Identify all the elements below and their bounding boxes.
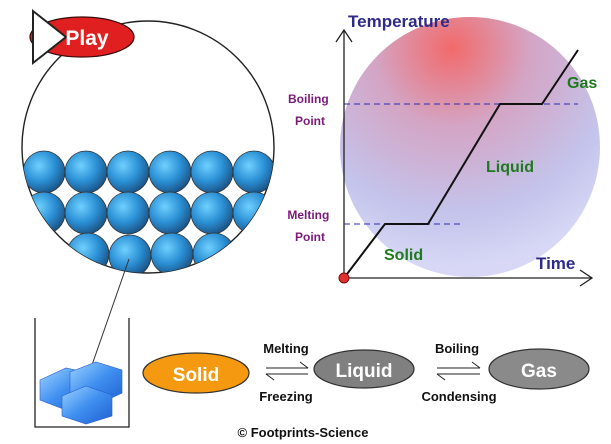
state-gas-label: Gas xyxy=(521,361,557,382)
boiling-condensing-arrows-icon xyxy=(436,361,481,381)
state-gas-bubble xyxy=(488,348,590,390)
particle xyxy=(234,232,274,273)
boiling-point-label-line: Point xyxy=(295,114,325,128)
particle-viewer xyxy=(21,20,275,274)
particle-group xyxy=(22,150,274,273)
play-button[interactable]: Play xyxy=(29,8,135,66)
particle xyxy=(192,232,236,273)
play-button-shape xyxy=(29,16,135,58)
y-axis xyxy=(335,28,353,278)
particle xyxy=(106,191,150,235)
heating-curve-graph: Temperature Time Boiling Point Melting P… xyxy=(287,12,600,287)
melting-point-label: Melting Point xyxy=(287,208,332,244)
melting-freezing-arrows-icon xyxy=(265,361,309,381)
state-change-chain: Solid Liquid Gas Melting Freezing Boilin… xyxy=(142,341,590,404)
particle xyxy=(22,232,66,273)
state-liquid-label: Liquid xyxy=(336,361,393,382)
beaker-group xyxy=(34,258,130,428)
boiling-point-label: Boiling Point xyxy=(288,92,332,128)
particle xyxy=(22,150,66,194)
particle xyxy=(66,232,110,273)
play-triangle-icon xyxy=(32,8,68,66)
x-axis-label: Time xyxy=(536,254,575,273)
boiling-point-label-line: Boiling xyxy=(288,92,329,106)
play-button-label: Play xyxy=(65,27,109,50)
particle xyxy=(64,191,108,235)
particle xyxy=(148,150,192,194)
viewer-circle xyxy=(21,20,275,274)
melting-point-label-line: Melting xyxy=(287,208,329,222)
x-axis xyxy=(344,269,594,287)
copyright-footer: © Footprints-Science xyxy=(238,425,369,440)
particle xyxy=(190,150,234,194)
particle xyxy=(108,234,152,273)
particle xyxy=(22,191,66,235)
transition-boiling: Boiling xyxy=(435,341,479,356)
particle xyxy=(232,150,274,194)
phase-label-gas: Gas xyxy=(567,75,597,92)
melting-point-label-line: Point xyxy=(295,230,325,244)
origin-marker xyxy=(338,272,350,284)
phase-label-solid: Solid xyxy=(384,247,423,264)
ice-cubes xyxy=(39,361,123,425)
transition-condensing: Condensing xyxy=(421,389,496,404)
graph-background xyxy=(340,17,600,277)
ice-cube xyxy=(61,385,113,425)
particle xyxy=(150,232,194,273)
transition-freezing: Freezing xyxy=(259,389,313,404)
y-axis-label: Temperature xyxy=(348,12,450,31)
state-liquid-bubble xyxy=(313,349,415,389)
state-solid-bubble xyxy=(142,352,250,394)
beaker xyxy=(34,318,130,428)
particle xyxy=(232,191,274,235)
transition-melting: Melting xyxy=(263,341,309,356)
heating-curve-line xyxy=(343,49,579,279)
particle xyxy=(106,150,150,194)
state-solid-label: Solid xyxy=(173,365,219,386)
particle xyxy=(148,191,192,235)
particle xyxy=(190,191,234,235)
phase-label-liquid: Liquid xyxy=(486,159,534,176)
particle xyxy=(64,150,108,194)
